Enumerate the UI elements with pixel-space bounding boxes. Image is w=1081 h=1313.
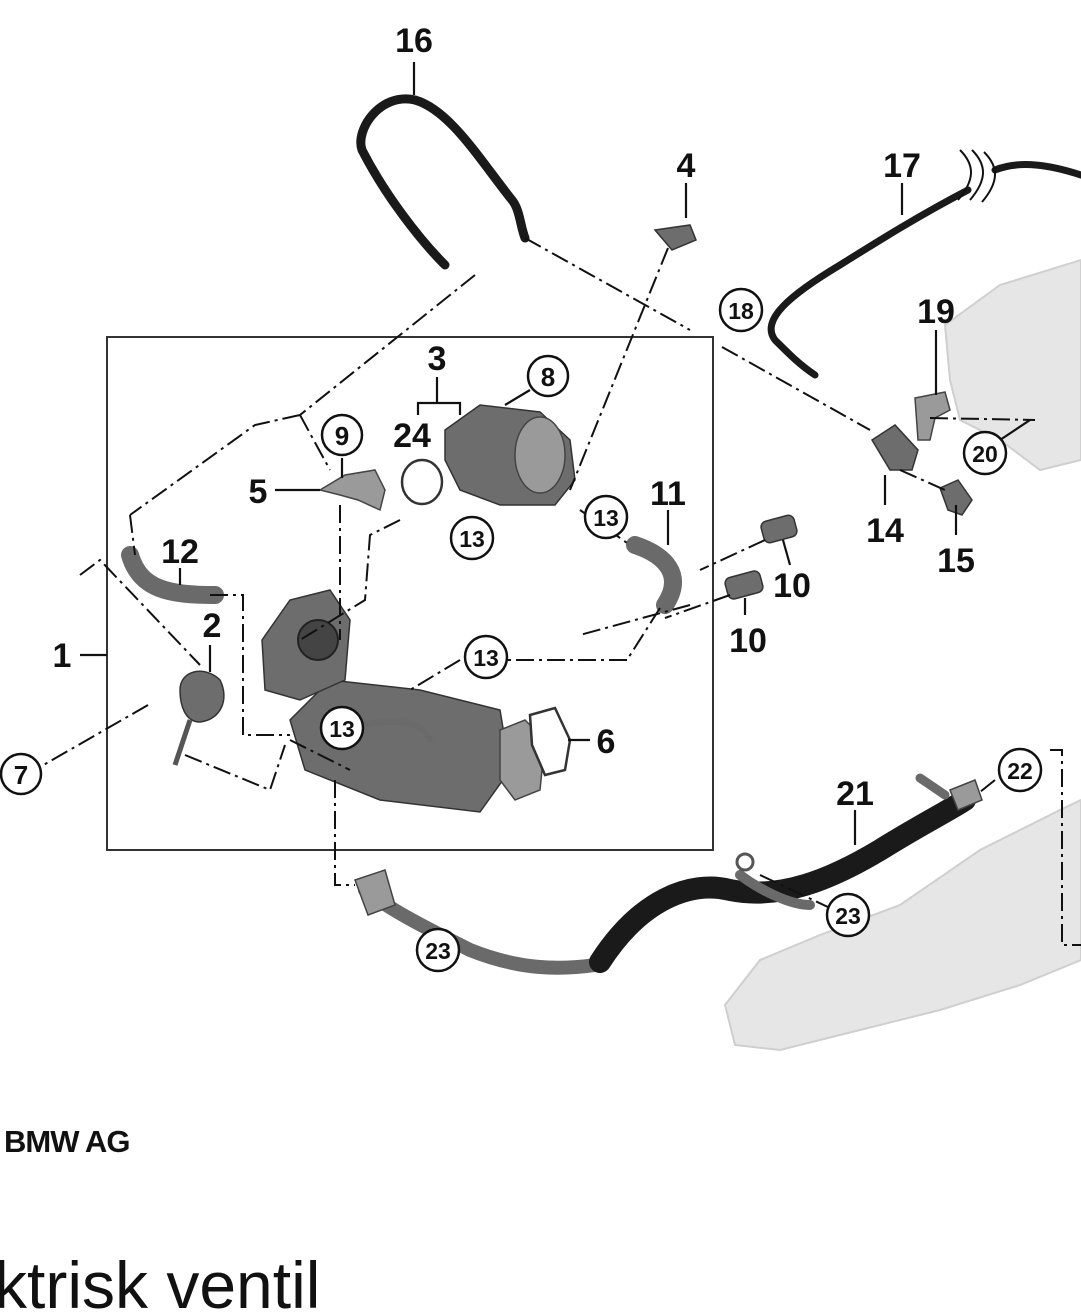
circle-label-7: 7 (0, 752, 43, 796)
label-1: 1 (53, 637, 72, 675)
egr-valve-bore (297, 619, 339, 661)
label-16: 16 (395, 22, 433, 60)
ghost-engine-block (943, 258, 1081, 472)
label-11: 11 (650, 475, 686, 513)
vacuum-unit (179, 670, 225, 723)
svg-text:18: 18 (728, 298, 754, 324)
alignment-lines (39, 237, 1081, 946)
coolant-hose-21b (735, 870, 815, 910)
svg-text:13: 13 (329, 716, 355, 742)
gasket-6 (528, 706, 572, 777)
coolant-pipe-23 (358, 883, 602, 975)
pipe-flange-23 (354, 869, 396, 916)
label-10-lower: 10 (729, 622, 767, 660)
label-21: 21 (836, 775, 874, 813)
label-2: 2 (203, 607, 222, 645)
svg-text:13: 13 (473, 645, 499, 671)
egr-actuator-cap (514, 416, 566, 494)
bracket-19 (914, 391, 951, 441)
circle-label-13-c: 13 (463, 634, 509, 680)
pipe-stub-21 (915, 773, 950, 800)
circle-label-13-b: 13 (583, 494, 629, 540)
circle-label-13-a: 13 (449, 515, 495, 561)
part-caption: ktrisk ventil (0, 1248, 321, 1313)
vacuum-hose-17-end (991, 161, 1081, 179)
svg-text:23: 23 (425, 938, 451, 964)
circle-label-8: 8 (526, 354, 570, 398)
break-mark-17 (957, 149, 996, 203)
circle-label-20: 20 (962, 430, 1008, 476)
exploded-parts-diagram: 16 4 17 3 24 19 5 11 14 15 12 10 10 2 1 … (0, 22, 1081, 1052)
egr-cooler (289, 679, 511, 813)
pipe-13 (357, 718, 433, 743)
bracket-5 (318, 469, 386, 512)
label-19: 19 (917, 293, 955, 331)
svg-text:22: 22 (1007, 758, 1033, 784)
circle-label-23-a: 23 (825, 892, 871, 938)
label-15: 15 (937, 542, 975, 580)
circled-part-numbers: 8 9 18 20 13 13 13 13 (0, 287, 1043, 973)
part-numbers: 16 4 17 3 24 19 5 11 14 15 12 10 10 2 1 … (53, 22, 975, 813)
label-17: 17 (883, 147, 921, 185)
label-5: 5 (249, 473, 268, 511)
assembly-box (106, 336, 714, 851)
label-6: 6 (597, 723, 616, 761)
circle-label-23-b: 23 (415, 927, 461, 973)
circle-label-18: 18 (718, 287, 764, 333)
valve-14 (870, 424, 919, 471)
label-3: 3 (428, 340, 447, 378)
vacuum-unit-rod (172, 719, 193, 766)
circle-label-22: 22 (997, 747, 1043, 793)
label-14: 14 (866, 512, 904, 550)
pipe-ring-23 (735, 852, 755, 872)
hose-11 (626, 536, 682, 614)
label-24: 24 (393, 417, 431, 455)
gasket-ring-24 (400, 458, 444, 506)
svg-text:13: 13 (459, 526, 485, 552)
svg-text:20: 20 (972, 441, 998, 467)
svg-text:8: 8 (541, 362, 555, 392)
cap-10-upper (760, 514, 798, 544)
svg-text:23: 23 (835, 903, 861, 929)
svg-text:13: 13 (593, 505, 619, 531)
circle-label-13-d: 13 (319, 705, 365, 751)
vacuum-hose-17 (767, 186, 972, 379)
svg-text:9: 9 (335, 421, 349, 451)
circle-label-9: 9 (320, 413, 364, 457)
vacuum-hose-16 (356, 94, 530, 270)
hose-clamp-22 (949, 779, 983, 811)
svg-text:7: 7 (14, 760, 28, 790)
hose-12 (121, 546, 224, 604)
cap-10-lower (724, 570, 764, 600)
label-4: 4 (677, 147, 696, 185)
label-12: 12 (161, 533, 199, 571)
label-10-upper: 10 (773, 567, 811, 605)
sensor-15 (939, 479, 973, 516)
copyright-text: BMW AG (4, 1124, 130, 1159)
leader-lines (80, 62, 1031, 845)
coolant-hose-21 (589, 789, 976, 973)
clip-4 (653, 224, 697, 251)
